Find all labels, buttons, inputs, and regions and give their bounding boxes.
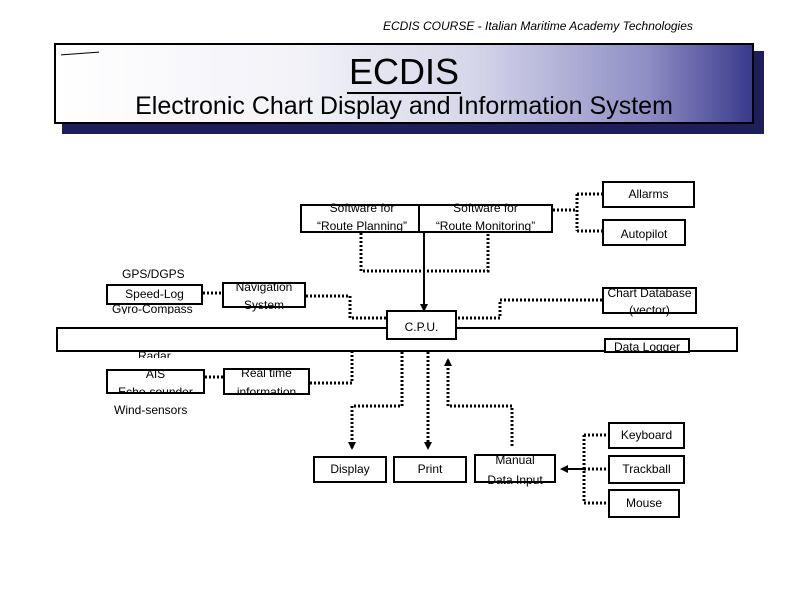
chart-database-box: Chart Database (vector) (602, 287, 697, 316)
speed-log-box: Speed-Log (106, 284, 203, 305)
keyboard-box: Keyboard (608, 422, 685, 449)
manual-data-input-box: Manual Data Input (474, 454, 556, 486)
autopilot-box: Autopilot (602, 219, 686, 246)
route-monitoring-software-box: Software for “Route Monitoring” (418, 201, 553, 233)
data-logger-box: Data Logger (604, 338, 690, 353)
mouse-box: Mouse (608, 489, 680, 518)
allarms-box: Allarms (602, 181, 695, 208)
trackball-box: Trackball (608, 455, 685, 484)
gps-dgps-label: GPS/DGPS (122, 267, 185, 281)
course-caption: ECDIS COURSE - Italian Maritime Academy … (383, 19, 693, 33)
realtime-inputs-box: AIS Echo-sounder (106, 369, 205, 394)
realtime-information-box: Real time information (223, 368, 310, 395)
banner-subtitle: Electronic Chart Display and Information… (135, 92, 673, 120)
print-box: Print (393, 456, 467, 483)
title-banner: ECDIS Electronic Chart Display and Infor… (54, 43, 754, 124)
cpu-box: C.P.U. (386, 310, 457, 340)
banner-title: ECDIS (346, 51, 462, 94)
wind-sensors-label: Wind-sensors (114, 403, 188, 417)
radar-label: Radar (138, 349, 171, 358)
gyro-compass-label: Gyro-Compass (112, 303, 193, 314)
navigation-system-box: Navigation System (222, 281, 306, 311)
display-box: Display (313, 456, 387, 483)
route-planning-software-box: Software for “Route Planning” (300, 201, 424, 233)
